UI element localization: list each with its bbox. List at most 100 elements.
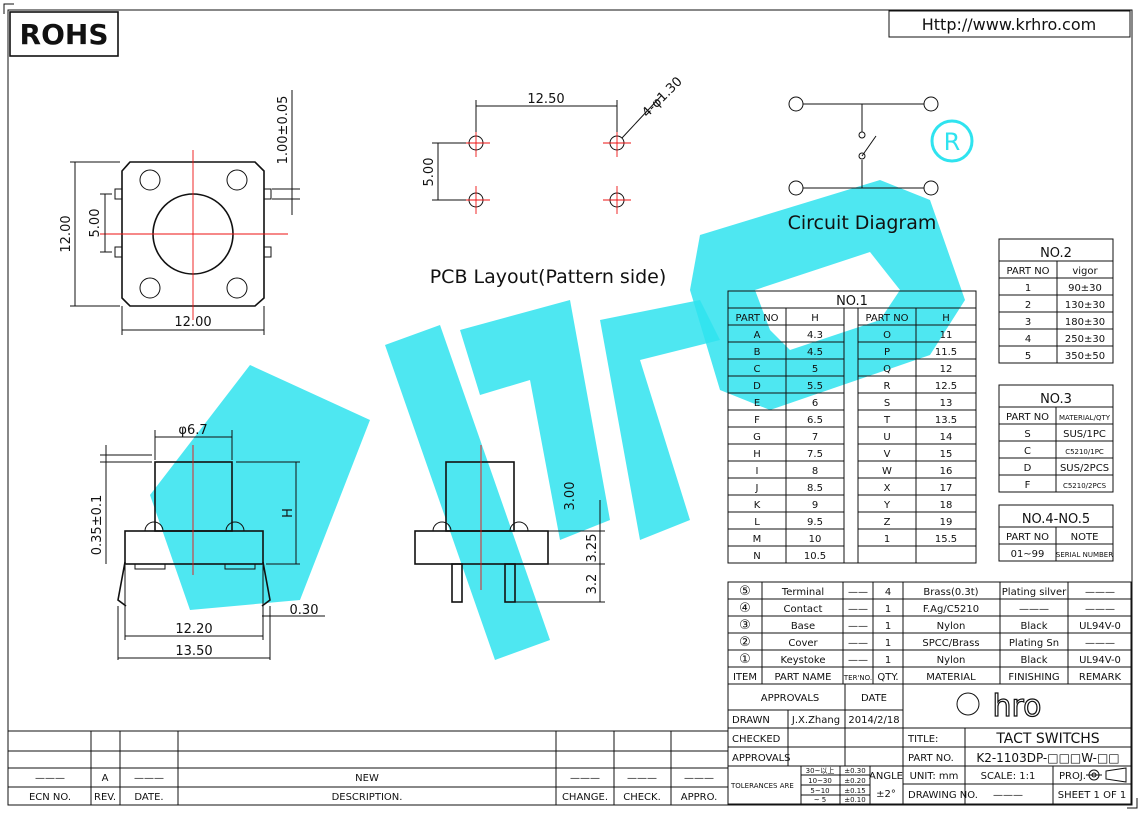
- no1-cell: S: [884, 398, 890, 409]
- tb-drawn-label: DRAWN: [732, 715, 770, 726]
- no1-cell: 8: [812, 466, 818, 477]
- no1-cell: 13: [940, 398, 953, 409]
- bom-cell: Keystoke: [781, 655, 826, 666]
- no1-cell: 15: [940, 449, 953, 460]
- website-box: [888, 10, 1131, 38]
- no1-cell: B: [754, 347, 761, 358]
- tb-tol-range-4: ~ 5: [814, 796, 827, 804]
- bom-cell: ④: [739, 601, 751, 616]
- top-view: 12.00 12.00 5.00 1.00±0.05: [59, 90, 300, 335]
- tb-tol-range-1: 30~以上: [806, 766, 835, 775]
- pcb-layout-title: PCB Layout(Pattern side): [430, 266, 667, 288]
- no1-cell: Q: [883, 364, 891, 375]
- no1-cell: 18: [940, 500, 953, 511]
- no1-cell: T: [883, 415, 891, 426]
- rev-header-rev: REV.: [94, 792, 116, 803]
- bom-cell: 1: [885, 621, 891, 632]
- rohs-badge: [9, 11, 119, 57]
- no1-cell: P: [884, 347, 890, 358]
- bom-header: PART NAME: [774, 672, 831, 683]
- no2-cell: 1: [1025, 283, 1031, 294]
- no3-header: MATERIAL/QTY: [1059, 414, 1111, 422]
- no1-cell: V: [884, 449, 891, 460]
- tb-sheet: SHEET 1 OF 1: [1058, 790, 1127, 801]
- bom-cell: Black: [1020, 621, 1047, 632]
- no1-cell: 19: [940, 517, 953, 528]
- top-pin-offset-dim: 1.00±0.05: [276, 96, 291, 165]
- no1-cell: R: [884, 381, 891, 392]
- bom-cell: Base: [791, 621, 815, 632]
- hro-logo-icon: [956, 692, 980, 716]
- bom-cell: UL94V-0: [1079, 621, 1121, 632]
- no1-cell: 4.3: [807, 330, 823, 341]
- revision-table: ——— A ——— NEW ——— ——— ——— ECN NO. REV. D…: [8, 684, 729, 805]
- bom-cell: Nylon: [937, 621, 966, 632]
- no1-cell: L: [754, 517, 760, 528]
- bom-cell: Nylon: [937, 655, 966, 666]
- rev-appro-dash: ———: [684, 773, 714, 784]
- no1-cell: E: [754, 398, 760, 409]
- no45-header: NOTE: [1071, 532, 1099, 543]
- tb-title: TACT SWITCHS: [995, 731, 1099, 747]
- tb-drawing-no: ———: [993, 790, 1023, 801]
- rohs-label: ROHS: [20, 18, 109, 51]
- bom-header: QTY.: [877, 672, 898, 683]
- bom-cell: F.Ag/C5210: [923, 604, 979, 615]
- bom-header: ITEM: [733, 672, 757, 683]
- no3-cell: F: [1025, 480, 1031, 491]
- tb-unit: UNIT: mm: [910, 771, 959, 782]
- no3-cell: C: [1024, 446, 1031, 457]
- tb-scale: SCALE: 1:1: [981, 771, 1036, 782]
- tb-drawn-by: J.X.Zhang: [791, 715, 840, 726]
- no1-cell: 8.5: [807, 483, 823, 494]
- no3-header: PART NO: [1006, 412, 1049, 423]
- bom-cell: SPCC/Brass: [922, 638, 979, 649]
- rev-header-ecn: ECN NO.: [29, 792, 71, 803]
- bom-cell: ———: [1085, 638, 1115, 649]
- no2-cell: 350±50: [1065, 351, 1105, 362]
- tb-checked-label: CHECKED: [732, 734, 781, 745]
- no2-header: PART NO: [1006, 266, 1049, 277]
- tb-title-label: TITLE:: [907, 734, 938, 745]
- no1-cell: J: [755, 483, 759, 494]
- rev-ecn-dash: ———: [35, 773, 65, 784]
- no1-cell: U: [883, 432, 890, 443]
- top-height-dim: 12.00: [59, 215, 74, 252]
- no1-cell: M: [753, 534, 762, 545]
- no2-cell: 5: [1025, 351, 1031, 362]
- tb-date-label: DATE: [861, 693, 887, 704]
- no45-title: NO.4-NO.5: [1022, 512, 1090, 527]
- tb-tol-value-2: ±0.20: [844, 777, 865, 785]
- pcb-hole-dim: 4-φ1.30: [639, 74, 685, 120]
- tb-proj: PROJ.: [1059, 771, 1086, 782]
- tb-tol-value-3: ±0.15: [844, 787, 865, 795]
- no1-cell: N: [753, 551, 760, 562]
- no2-cell: 250±30: [1065, 334, 1105, 345]
- website-link[interactable]: Http://www.krhro.com: [922, 15, 1096, 34]
- side-lead-dim: 0.30: [290, 603, 319, 618]
- no1-cell: 6: [812, 398, 818, 409]
- bom-cell: ———: [1019, 604, 1049, 615]
- no3-cell: D: [1024, 463, 1032, 474]
- bom-cell: ①: [739, 652, 751, 667]
- no1-cell: 7: [812, 432, 818, 443]
- no1-cell: Z: [884, 517, 891, 528]
- side-w1-dim: 12.20: [175, 622, 212, 637]
- circuit-diagram-title: Circuit Diagram: [788, 212, 937, 234]
- tb-drawn-date: 2014/2/18: [848, 715, 899, 726]
- rev-letter: A: [102, 773, 109, 784]
- tb-tol-range-2: 10~30: [808, 777, 832, 785]
- side-view: φ6.7 H 0.35±0.1 0.30 12.20 13.50: [90, 423, 325, 660]
- no1-cell: 17: [940, 483, 953, 494]
- no1-cell: 13.5: [935, 415, 957, 426]
- no1-cell: 5.5: [807, 381, 823, 392]
- no1-cell: 15.5: [935, 534, 957, 545]
- tb-tol-value-4: ±0.10: [844, 796, 865, 804]
- no2-cell: 3: [1025, 317, 1031, 328]
- bom-header: TER'NO.: [843, 674, 872, 682]
- no1-cell: 7.5: [807, 449, 823, 460]
- no1-cell: 11: [940, 330, 953, 341]
- no2-title: NO.2: [1040, 246, 1072, 261]
